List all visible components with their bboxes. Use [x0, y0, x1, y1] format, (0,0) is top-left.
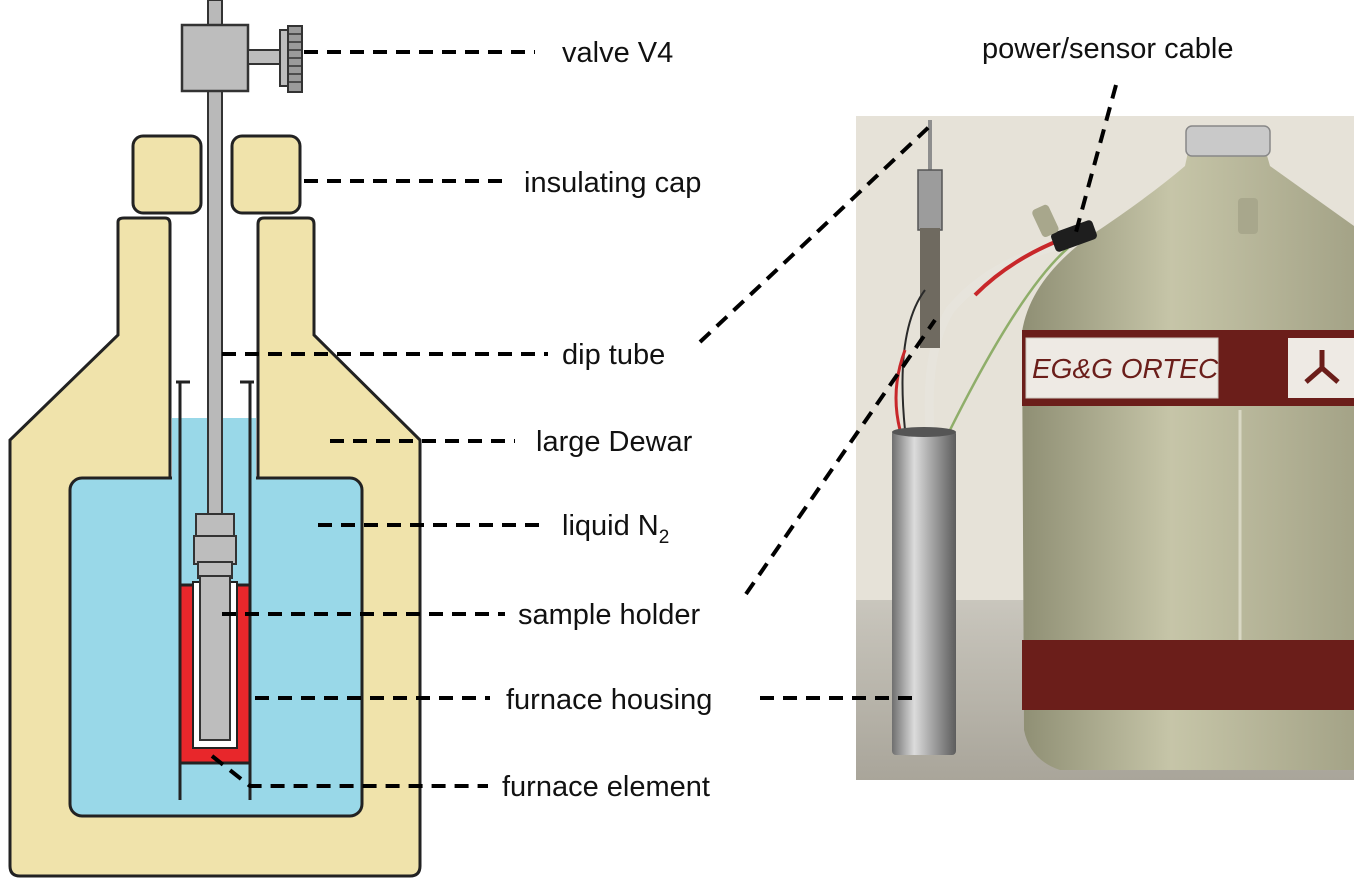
photo-connector — [1051, 220, 1097, 252]
photo-label-panel — [1025, 337, 1219, 399]
photo-furnace-housing — [892, 430, 956, 755]
photo-dewar-lid — [1185, 125, 1271, 157]
fitting-upper — [195, 513, 235, 539]
fitting-middle — [193, 535, 237, 565]
photo-cable-red — [973, 238, 1061, 297]
label-dip-tube: dip tube — [562, 339, 665, 371]
label-cable: power/sensor cable — [982, 33, 1233, 65]
label-dewar: large Dewar — [536, 426, 693, 458]
leader-sample-holder-photo — [744, 318, 937, 596]
photo-sample-holder — [920, 228, 940, 348]
photo-logo-icon — [1304, 350, 1340, 384]
photo-wire — [901, 289, 926, 431]
label-liquid-prefix: liquid N — [562, 510, 659, 542]
label-furnace-housing: furnace housing — [506, 684, 712, 716]
photo-brand-text: EG&G ORTEC — [1032, 353, 1219, 384]
leader-lines — [210, 50, 1118, 788]
photo-dip-fitting — [917, 169, 943, 231]
label-liquid-n2: liquid N2 — [562, 510, 669, 548]
label-liquid-subscript: 2 — [659, 527, 670, 548]
sample-holder — [199, 575, 231, 741]
photo-connector-plug — [1032, 204, 1059, 237]
label-cap: insulating cap — [524, 167, 701, 199]
insulating-cap-left — [131, 134, 203, 215]
label-furnace-element: furnace element — [502, 771, 710, 803]
label-valve: valve V4 — [562, 37, 673, 69]
labels: valve V4 insulating cap dip tube large D… — [502, 33, 1233, 803]
valve-body — [180, 23, 250, 93]
leader-furnace-element — [210, 754, 488, 788]
leader-dip-tube-photo — [698, 124, 932, 344]
valve-stem — [247, 49, 283, 65]
photo-dewar — [1022, 152, 1354, 770]
schematic — [8, 0, 422, 878]
label-sample-holder: sample holder — [518, 599, 700, 631]
leader-cable — [1074, 84, 1118, 233]
insulating-cap-right — [230, 134, 302, 215]
photo-dewar-band-bottom — [1022, 640, 1354, 710]
photo-cable-green — [948, 247, 1069, 431]
photo-dewar-port — [1238, 198, 1258, 234]
knob-knurling — [288, 33, 302, 83]
photo-housing-top — [892, 427, 956, 437]
photo-wire-red — [894, 349, 907, 431]
photo: EG&G ORTEC — [856, 116, 1354, 780]
